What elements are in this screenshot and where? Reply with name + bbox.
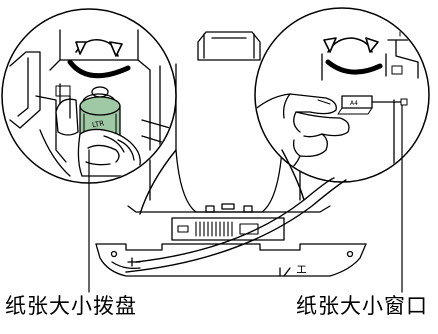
zoom-connector-lines	[125, 149, 347, 273]
rotate-arrows-icon	[67, 38, 131, 79]
dial-size-label: LTR	[91, 119, 104, 129]
tray-mark: エ	[296, 263, 307, 276]
paper-size-dial-label: 纸张大小拨盘	[5, 294, 137, 318]
left-zoom-circle: LTR	[1, 8, 177, 184]
window-size-label: A4	[350, 100, 358, 107]
paper-size-window: A4	[337, 95, 373, 115]
leader-line-window	[371, 98, 408, 293]
paper-size-window-label: 纸张大小窗口	[296, 294, 428, 318]
right-zoom-circle: A4	[254, 7, 430, 183]
hand-left	[55, 98, 141, 177]
rotate-arrows-icon	[323, 37, 383, 75]
